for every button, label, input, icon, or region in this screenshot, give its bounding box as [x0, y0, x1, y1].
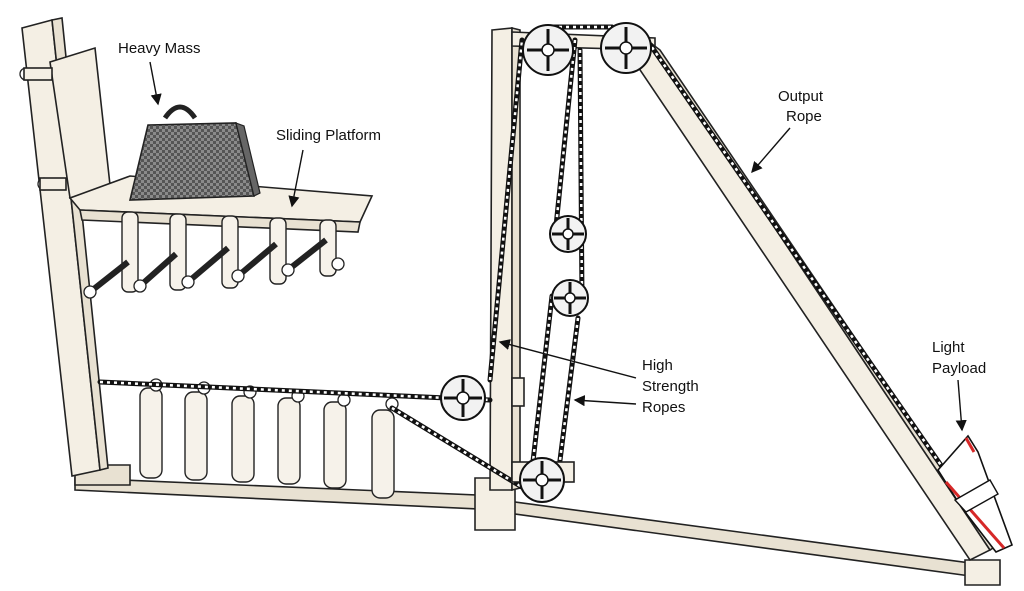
label-output-rope-line1: Output: [778, 88, 824, 105]
output-rope: [637, 27, 968, 503]
pulley-top-right: [600, 22, 652, 74]
arrow-high-strength-1: [498, 339, 637, 379]
pulley-bottom: [511, 457, 575, 503]
arrow-sliding-platform: [288, 149, 304, 208]
heavy-mass: [128, 104, 261, 201]
callout-arrows: [149, 61, 967, 432]
arrow-high-strength-2: [573, 395, 637, 407]
label-heavy-mass: Heavy Mass: [118, 40, 201, 57]
label-light-payload-line2: Payload: [932, 360, 986, 377]
arrow-output-rope: [751, 127, 791, 174]
lower-linkage: [139, 378, 399, 499]
label-high-strength-line1: High: [642, 357, 673, 374]
high-strength-ropes: [97, 24, 615, 495]
pulley-left-idler: [440, 375, 486, 421]
pulley-top-left: [522, 24, 574, 76]
label-output-rope-line2: Rope: [786, 108, 822, 125]
label-high-strength-line3: Ropes: [642, 399, 685, 416]
pulley-middle-upper: [549, 215, 587, 253]
pulley-middle-lower: [551, 279, 589, 317]
upper-linkage: [83, 211, 345, 299]
label-sliding-platform: Sliding Platform: [276, 127, 381, 144]
arrow-light-payload: [955, 379, 967, 432]
label-light-payload-line1: Light: [932, 339, 965, 356]
base-frame: [74, 464, 1001, 586]
left-post: [19, 17, 111, 477]
light-payload: [937, 434, 1014, 553]
arrow-heavy-mass: [149, 61, 162, 106]
label-high-strength-line2: Strength: [642, 378, 699, 395]
